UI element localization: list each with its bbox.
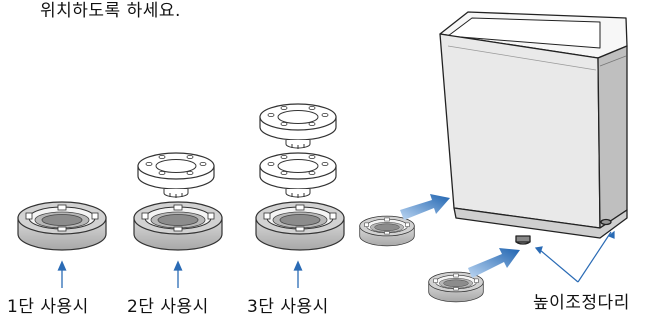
label-one-tier: 1단 사용시 xyxy=(7,292,89,317)
spacer-ring-2 xyxy=(134,202,222,250)
indicator-arrows xyxy=(59,262,302,288)
label-adjustable-legs: 높이조정다리 xyxy=(533,288,630,313)
label-three-tier: 3단 사용시 xyxy=(247,292,329,317)
leg-pointer-lines xyxy=(536,232,614,282)
insert-arrow-a xyxy=(400,194,450,220)
spacer-ring-3 xyxy=(256,202,344,250)
spacer-ring-1 xyxy=(18,202,106,250)
spacer-plate-2 xyxy=(138,153,214,198)
spacer-plate-3b xyxy=(260,153,336,198)
insert-arrow-b xyxy=(468,248,520,278)
spacer-plate-3a xyxy=(260,104,336,149)
label-two-tier: 2단 사용시 xyxy=(127,292,209,317)
washing-machine xyxy=(440,12,627,244)
loose-ring-a xyxy=(360,216,415,246)
loose-ring-b xyxy=(429,272,484,302)
